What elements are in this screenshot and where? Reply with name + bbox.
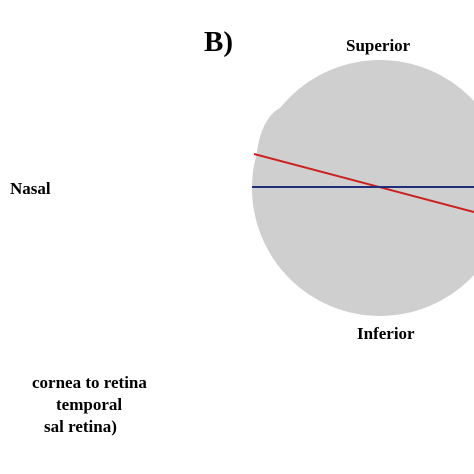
caption-line-1: cornea to retina [32,373,147,392]
nasal-label: Nasal [10,179,51,198]
caption-line-3: sal retina) [44,417,117,436]
red-axis-line [253,153,474,213]
panel-label: B) [204,26,233,58]
caption-text: cornea to retina temporal sal retina) [0,372,147,438]
inferior-label: Inferior [357,324,415,343]
caption-line-2: temporal [56,395,123,414]
superior-label: Superior [346,36,411,55]
